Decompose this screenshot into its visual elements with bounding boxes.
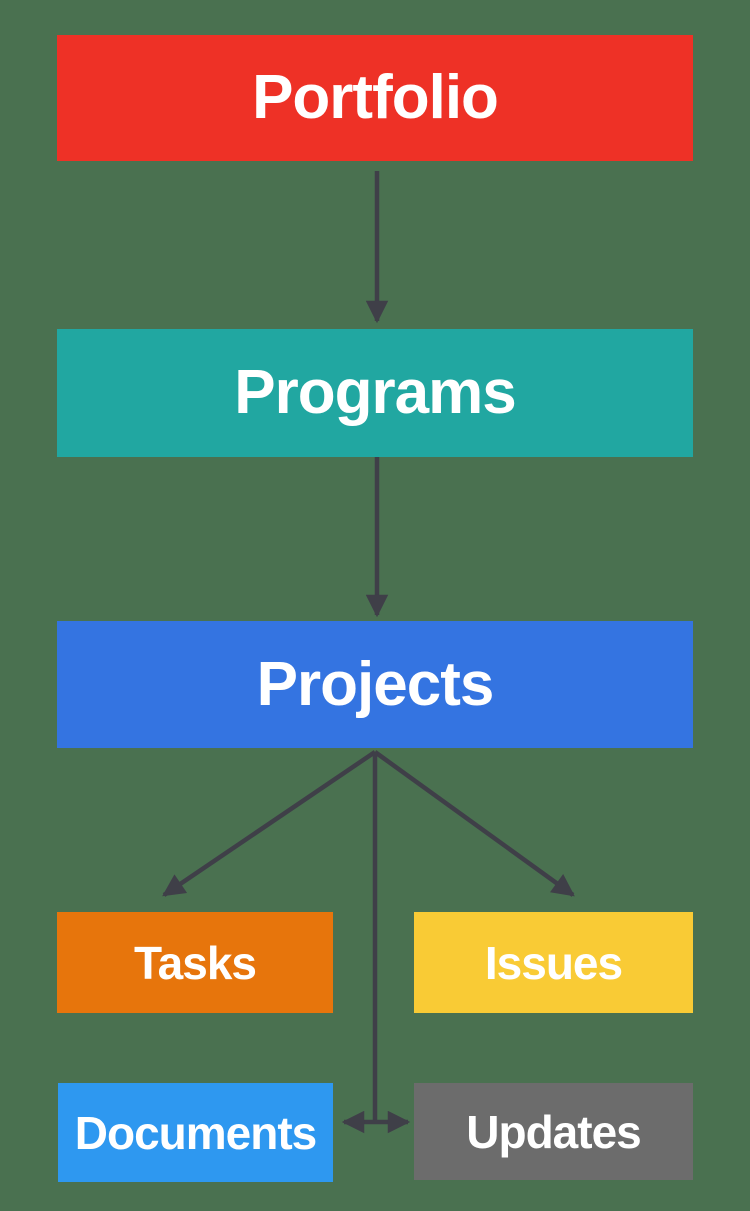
node-tasks-label: Tasks bbox=[133, 936, 257, 989]
node-issues: Issues bbox=[414, 912, 693, 1013]
arrow-projects-to-tasks bbox=[162, 750, 377, 897]
arrow-projects-to-issues bbox=[373, 750, 575, 897]
node-projects: Projects bbox=[57, 621, 693, 748]
node-updates: Updates bbox=[414, 1083, 693, 1180]
node-programs: Programs bbox=[57, 329, 693, 457]
node-documents: Documents bbox=[58, 1083, 333, 1182]
node-documents-label: Documents bbox=[74, 1106, 317, 1159]
node-programs-label: Programs bbox=[234, 358, 516, 427]
node-portfolio: Portfolio bbox=[57, 35, 693, 161]
node-issues-label: Issues bbox=[484, 936, 623, 989]
node-portfolio-label: Portfolio bbox=[252, 63, 499, 132]
node-tasks: Tasks bbox=[57, 912, 333, 1013]
node-projects-label: Projects bbox=[256, 649, 495, 719]
node-updates-label: Updates bbox=[466, 1105, 641, 1158]
